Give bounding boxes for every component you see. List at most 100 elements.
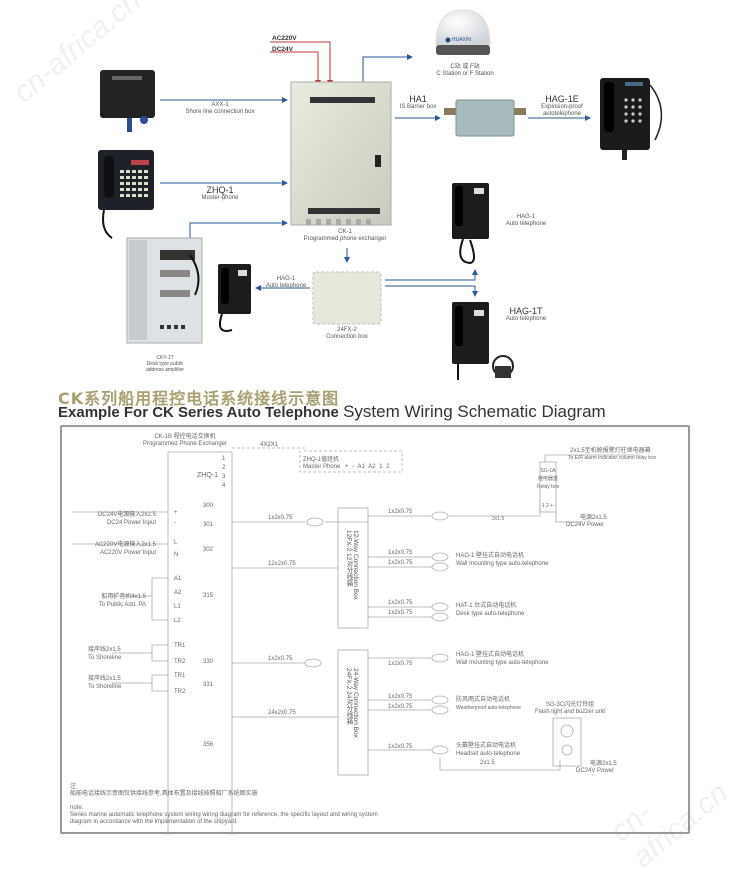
hag1-top-phone-image bbox=[452, 183, 489, 265]
axx1-label: AXX-1 Shore line connection box bbox=[165, 102, 275, 116]
hag1-top-model: HAG-1 bbox=[516, 214, 536, 220]
ha1-barrier-box-image bbox=[444, 99, 526, 137]
cable-label: 1x2x0.75 bbox=[388, 704, 413, 710]
ext-port-356: 356 bbox=[203, 742, 214, 748]
flash-power-en: DC24V Power bbox=[576, 768, 615, 774]
flash-unit-cn: SG-3C闪光灯铃组 bbox=[545, 702, 595, 708]
phone-label-cn: 防风雨式自动电话机 bbox=[456, 697, 511, 703]
12way-box-label: 12FX-2 12对分线箱 bbox=[343, 530, 353, 620]
cky1t-amplifier-image bbox=[126, 237, 203, 344]
terminal-l2: L2 bbox=[174, 618, 181, 624]
exchanger-title-en: Programmed Phone Exchanger bbox=[142, 441, 228, 447]
cky1t-label: CKY-1T Desk type public address amplifie… bbox=[135, 355, 195, 373]
24way-box-label-en: 24-Way Connection Box bbox=[352, 668, 359, 768]
zhq-port: 1 bbox=[222, 456, 226, 462]
ext-port-315: 315 bbox=[203, 593, 214, 599]
cable-label: 1x2x0.75 bbox=[388, 550, 413, 556]
master-phone-en: Master Phone bbox=[303, 464, 341, 470]
pa-output-en: To Public Add. PA bbox=[98, 602, 146, 608]
cable-label: 1x2x0.75 bbox=[388, 610, 413, 616]
ext-port-302: 302 bbox=[203, 547, 214, 553]
hag1-top-desc: Auto telephone bbox=[505, 221, 547, 227]
dc24-input-cn: DC24V电源输入2x2.5 bbox=[97, 512, 156, 518]
terminal-tr2: TR2 bbox=[174, 659, 186, 665]
24way-box-label: 24FX-2 24对分线箱 bbox=[343, 668, 353, 768]
relay-box-terminals: 1 2 + - bbox=[541, 503, 557, 509]
hag1e-label: HAG-1E Explosion-proof autotelephone bbox=[527, 94, 597, 118]
zhq1-model: ZHQ-1 bbox=[206, 185, 234, 195]
relay-power-en: DC24V Power bbox=[566, 522, 605, 528]
ext-port-300: 300 bbox=[203, 503, 214, 509]
terminal-l1: L1 bbox=[174, 604, 181, 610]
title-english-part1: Example For CK Series Auto Telephone bbox=[58, 404, 339, 421]
terminal: 2 bbox=[386, 464, 390, 470]
dc24-input-en: DC24 Power Input bbox=[106, 520, 156, 526]
zhq-port: 2 bbox=[222, 465, 226, 471]
cable-label: 1x2x0.75 bbox=[388, 661, 413, 667]
ha1-label: HA1 IS Barrier box bbox=[393, 94, 443, 111]
terminal: A2 bbox=[368, 464, 376, 470]
note-cn: 船舶电话接线示意图仅供接线参考,具体布置及接线按照船厂系统图实施 bbox=[70, 791, 258, 797]
zhq1-port-group-label: ZHQ-1 bbox=[197, 472, 218, 479]
cky1t-desc: Desk type public address amplifier bbox=[145, 361, 185, 373]
24fx2-box-image bbox=[312, 271, 382, 325]
ck1-label: CK-1 Programmed phone exchanger bbox=[280, 229, 410, 243]
note-en: Series marine automatic telephone system… bbox=[70, 812, 378, 825]
zhq1-label: ZHQ-1 Muster-phone bbox=[165, 185, 275, 202]
ext-port-301: 301 bbox=[203, 522, 214, 528]
note-cn-head: 注: bbox=[70, 784, 78, 790]
terminal-n: N bbox=[174, 552, 179, 558]
terminal-a1: A1 bbox=[174, 576, 182, 582]
flash-power-cn: 电源2x1.5 bbox=[590, 761, 617, 767]
24fx2-label: 24FX-2 Connection box bbox=[315, 327, 379, 341]
terminal-l: L bbox=[174, 540, 178, 546]
phone-label-en: Weatherproof auto-telephone bbox=[456, 705, 521, 711]
cable-label: 1x2x0.75 bbox=[268, 656, 293, 662]
hag1e-model: HAG-1E bbox=[545, 94, 579, 104]
cable-label: 2x1.5 bbox=[492, 516, 505, 522]
24fx2-model: 24FX-2 bbox=[337, 327, 357, 333]
ext-port-330: 330 bbox=[203, 659, 214, 665]
ac220-input-en: AC220V Power Input bbox=[99, 550, 156, 556]
cky1t-model: CKY-1T bbox=[156, 355, 174, 361]
terminal: + bbox=[345, 464, 349, 470]
phone-label-cn: HAT-1 台式自动电话机 bbox=[456, 603, 517, 609]
cable-label: 2x1.5 bbox=[480, 760, 495, 766]
cable-label: 24x2x0.75 bbox=[268, 710, 296, 716]
satellite-label: C站 或 F站 C Station or F Station bbox=[420, 64, 510, 78]
relay-top-en: To E/R alarm indicator column relay box bbox=[568, 455, 657, 461]
hag1-left-desc: Auto telephone bbox=[265, 283, 307, 289]
master-phone-cn: ZHQ-1值班机 bbox=[303, 457, 340, 463]
terminal: 1 bbox=[379, 464, 383, 470]
phone-label-en: Wall mounting type auto-telephone bbox=[456, 561, 549, 567]
hag1t-model: HAG-1T bbox=[509, 306, 543, 316]
terminal: A1 bbox=[357, 464, 365, 470]
hag1-left-phone-image bbox=[218, 264, 251, 332]
hag1t-desc: Auto telephone bbox=[505, 316, 547, 322]
12way-box-en: 12-Way Connection Box bbox=[352, 530, 359, 600]
24way-box-en: 24-Way Connection Box bbox=[352, 668, 359, 738]
phone-label-en: Wall mounting type auto-telephone bbox=[456, 660, 549, 666]
shoreline1-en: To Shoreline bbox=[88, 655, 122, 661]
satellite-desc: C Station or F Station bbox=[436, 71, 494, 77]
cable-label: 1x2x0.75 bbox=[388, 694, 413, 700]
relay-box-en: Relay box bbox=[537, 484, 560, 490]
ac220v-label: AC220V bbox=[272, 35, 297, 42]
hag1t-label: HAG-1T Auto telephone bbox=[494, 306, 558, 323]
zhq1-muster-phone-image bbox=[98, 150, 154, 239]
relay-power-cn: 电源2x1.5 bbox=[580, 515, 607, 521]
cable-label: 1x2x0.75 bbox=[268, 515, 293, 521]
hag1e-desc: Explosion-proof autotelephone bbox=[541, 104, 583, 117]
zhq-port: 4 bbox=[222, 483, 226, 489]
shoreline2-cn: 接岸线2x1.5 bbox=[88, 676, 121, 682]
phone-label-cn: HAG-1 壁挂式自动电话机 bbox=[456, 652, 525, 658]
relay-top-cn: 2x1.5至机舱报警灯柱继电器箱 bbox=[570, 448, 651, 454]
relay-box-cn: 继电器盒 bbox=[537, 476, 558, 482]
relay-box-model: SG-1A bbox=[540, 468, 556, 474]
power-lines bbox=[270, 41, 333, 86]
axx1-model: AXX-1 bbox=[211, 102, 229, 108]
12way-box-label-en: 12-Way Connection Box bbox=[352, 530, 359, 620]
line-sat bbox=[362, 54, 413, 85]
wiring-schematic-frame bbox=[60, 425, 690, 834]
phone-label-cn: 头戴壁挂式自动电话机 bbox=[456, 743, 517, 749]
